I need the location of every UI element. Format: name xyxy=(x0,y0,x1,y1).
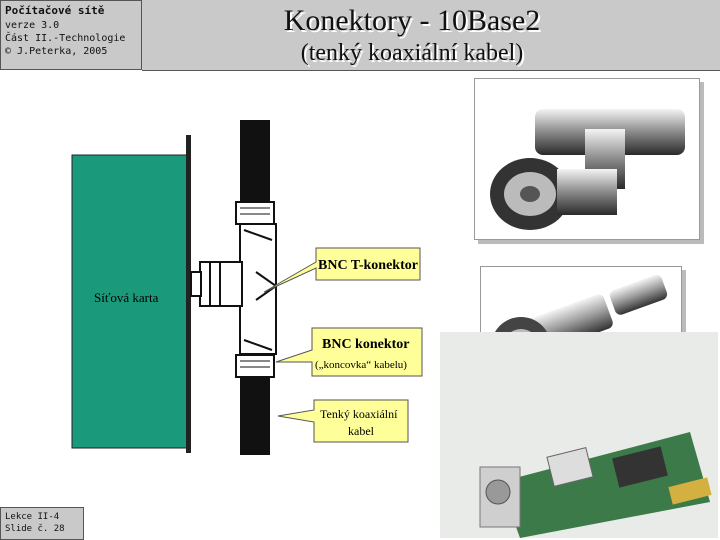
card-label: Síťová karta xyxy=(94,290,159,305)
callout-bnc xyxy=(275,327,423,377)
bnc-plug-top xyxy=(235,201,275,225)
callout-cable-subtext: kabel xyxy=(348,424,375,438)
course-info-box: Počítačové sítě verze 3.0 Část II.-Techn… xyxy=(0,0,142,70)
card-bracket xyxy=(186,135,191,453)
course-author: © J.Peterka, 2005 xyxy=(5,46,108,57)
title-band xyxy=(142,0,720,71)
callout-cable xyxy=(277,399,409,443)
slide-title: Konektory - 10Base2 xyxy=(283,4,541,37)
callout-bnc-subtext: („koncovka“ kabelu) xyxy=(315,359,407,371)
bnc-plug-bottom xyxy=(235,354,275,378)
callout-bnc-text: BNC konektor xyxy=(322,337,410,352)
t-connector-photo-icon xyxy=(475,79,699,239)
photo-network-card xyxy=(440,332,718,538)
slide-subtitle: (tenký koaxiální kabel) xyxy=(300,40,524,66)
course-part: Část II.-Technologie xyxy=(5,33,126,44)
slide-number: Slide č. 28 xyxy=(5,524,65,534)
callout-cable-text: Tenký koaxiální xyxy=(320,407,398,421)
slide-footer: Lekce II-4 Slide č. 28 xyxy=(0,507,84,540)
lesson-label: Lekce II-4 xyxy=(5,512,60,522)
callout-t-connector xyxy=(263,247,421,293)
photo-t-connector xyxy=(474,78,700,240)
callout-t-connector-text: BNC T-konektor xyxy=(318,258,418,273)
network-card-photo-icon xyxy=(440,332,718,538)
course-version: verze 3.0 xyxy=(5,20,60,31)
course-title: Počítačové sítě xyxy=(5,4,105,17)
network-card xyxy=(71,154,191,449)
